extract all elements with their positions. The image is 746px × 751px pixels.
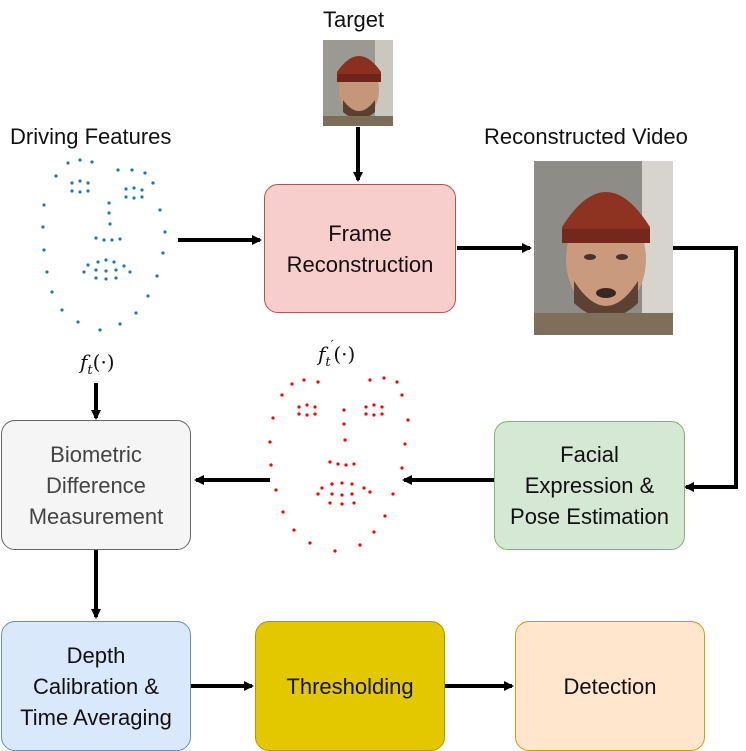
reconstructed-face-drawing	[534, 161, 673, 335]
detection-label: Detection	[563, 673, 657, 699]
facial-expression-label: Facial Expression & Pose Estimation	[510, 442, 669, 529]
reconstructed-video-label: Reconstructed Video	[484, 124, 688, 149]
arrow-video-to-facial	[673, 246, 738, 492]
driving-features-label: Driving Features	[10, 124, 172, 149]
ft-prime-mark: ′	[330, 337, 334, 352]
ft-subscript: t	[87, 363, 93, 378]
facial-expression-box: Facial Expression & Pose Estimation	[494, 421, 685, 550]
ft-prime-args: (·)	[333, 342, 356, 366]
ft-prime-sub-t: t	[325, 355, 331, 370]
detection-box: Detection	[515, 621, 705, 751]
frame-reconstruction-label: Frame Reconstruction	[286, 220, 434, 277]
biometric-difference-label: Biometric Difference Measurement	[28, 441, 164, 529]
ft-symbol: f	[80, 350, 88, 374]
ft-prime-label: ft′(·)	[318, 338, 356, 370]
depth-calibration-label: Depth Calibration & Time Averaging	[20, 642, 172, 730]
reconstructed-face-photo	[534, 161, 673, 335]
target-face-photo	[323, 40, 393, 126]
biometric-difference-box: Biometric Difference Measurement	[1, 420, 191, 550]
target-label: Target	[323, 7, 385, 32]
blue-landmark-face	[41, 158, 167, 332]
target-face-drawing	[323, 40, 393, 126]
depth-calibration-box: Depth Calibration & Time Averaging	[1, 621, 191, 751]
ft-prime-symbol: f	[318, 342, 326, 366]
ft-label: ft(·)	[80, 350, 115, 378]
frame-reconstruction-box: Frame Reconstruction	[264, 184, 456, 313]
ft-prime-subscript: t′	[325, 338, 333, 370]
ft-args: (·)	[92, 350, 115, 374]
thresholding-box: Thresholding	[255, 621, 445, 751]
red-landmark-face	[268, 376, 410, 553]
thresholding-label: Thresholding	[286, 673, 414, 699]
